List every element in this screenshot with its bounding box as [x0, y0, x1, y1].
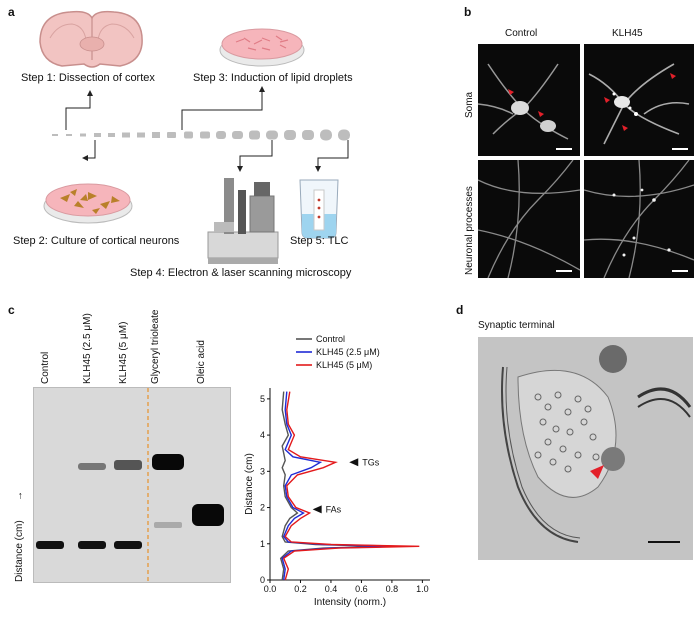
micrograph-processes-control	[478, 160, 580, 278]
lane-label-klh45-2-5: KLH45 (2.5 μM)	[82, 313, 93, 384]
microscope-illustration	[207, 178, 279, 264]
annotation-label: FAs	[326, 504, 342, 514]
lane-label-klh45-5: KLH45 (5 μM)	[118, 321, 129, 384]
series-line	[281, 391, 400, 581]
panel-label-d: d	[456, 303, 464, 317]
step3-label: Step 3: Induction of lipid droplets	[193, 72, 353, 84]
series-line	[279, 391, 385, 581]
lane-label-oleic-acid: Oleic acid	[196, 340, 207, 384]
y-axis-label: Distance (cm)	[244, 453, 255, 515]
brain-illustration	[39, 10, 143, 68]
row-label-processes: Neuronal processes	[464, 186, 475, 275]
tlc-plate-image	[33, 387, 231, 583]
x-tick-label: 1.0	[416, 584, 429, 594]
tlc-beaker-illustration	[299, 179, 339, 239]
panel-label-a: a	[8, 5, 15, 19]
y-tick-label: 4	[260, 430, 265, 440]
tlc-arrow-icon: →	[14, 491, 25, 501]
x-tick-label: 0.6	[355, 584, 368, 594]
step5-label: Step 5: TLC	[290, 235, 349, 247]
annotation-arrow	[349, 458, 359, 467]
workflow-diagram	[39, 10, 350, 264]
legend-entry: KLH45 (2.5 μM)	[316, 347, 380, 357]
x-tick-label: 0.2	[294, 584, 307, 594]
panel-label-b: b	[464, 5, 472, 19]
row-label-soma: Soma	[464, 91, 475, 118]
x-tick-label: 0.4	[325, 584, 338, 594]
x-tick-label: 0.0	[264, 584, 277, 594]
series-line	[282, 391, 420, 581]
y-tick-label: 2	[260, 503, 265, 513]
y-tick-label: 0	[260, 575, 265, 585]
panel-label-c: c	[8, 303, 15, 317]
lane-label-glyceryl-trioleate: Glyceryl trioleate	[150, 309, 161, 384]
y-tick-label: 5	[260, 394, 265, 404]
lane-label-control: Control	[40, 351, 51, 384]
annotation-arrow	[312, 505, 322, 514]
synaptic-terminal-title: Synaptic terminal	[478, 320, 555, 331]
col-label-control: Control	[505, 28, 538, 39]
timeline-dashes	[52, 129, 350, 141]
micrograph-soma-klh45	[584, 44, 694, 156]
annotation-label: TGs	[362, 457, 379, 467]
legend-entry: Control	[316, 334, 345, 344]
x-axis-label: Intensity (norm.)	[314, 597, 386, 608]
legend-entry: KLH45 (5 μM)	[316, 360, 372, 370]
y-tick-label: 3	[260, 466, 265, 476]
step2-label: Step 2: Culture of cortical neurons	[13, 235, 180, 247]
tlc-yaxis-label: Distance (cm)	[14, 520, 25, 582]
petri-dish-neurons-illustration	[43, 183, 133, 224]
step4-label: Step 4: Electron & laser scanning micros…	[130, 267, 352, 279]
electron-micrograph	[478, 337, 693, 560]
y-tick-label: 1	[260, 539, 265, 549]
petri-dish-lipid-illustration	[219, 28, 305, 67]
micrograph-soma-control	[478, 44, 580, 156]
micrograph-processes-klh45	[584, 160, 694, 278]
step1-label: Step 1: Dissection of cortex	[21, 72, 155, 84]
col-label-klh45: KLH45	[612, 28, 643, 39]
x-tick-label: 0.8	[386, 584, 399, 594]
